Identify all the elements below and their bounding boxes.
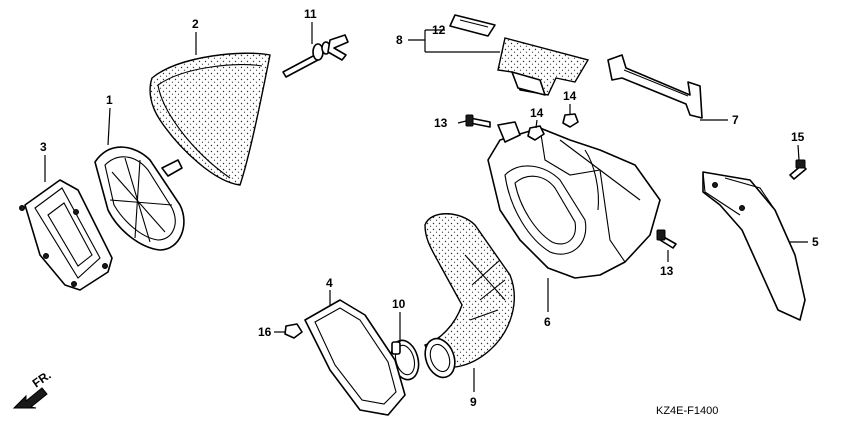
part-2-foam-filter [149, 52, 271, 186]
part-14-nut-left [527, 125, 545, 141]
part-11-wing-bolt [282, 34, 349, 78]
callout-13-lower: 13 [660, 264, 674, 278]
callout-13-upper: 13 [434, 116, 448, 130]
part-12-label [449, 14, 496, 37]
callout-15: 15 [791, 130, 805, 144]
callout-5: 5 [812, 235, 819, 249]
front-arrow-icon [12, 387, 48, 409]
callout-14-right: 14 [563, 89, 577, 103]
callout-2: 2 [192, 17, 199, 31]
part-13-bolt-lower [656, 229, 677, 249]
leader-lines [44, 22, 808, 392]
callout-6: 6 [544, 315, 551, 329]
diagram-code: KZ4E-F1400 [656, 405, 718, 417]
callout-9: 9 [470, 395, 477, 409]
callout-10: 10 [392, 297, 406, 311]
part-8-seal-plate [497, 37, 590, 96]
callout-11: 11 [304, 7, 317, 21]
callout-12: 12 [432, 23, 446, 37]
part-1-filter-cage [94, 146, 185, 251]
callout-8: 8 [396, 33, 403, 47]
part-5-guard [702, 171, 806, 321]
part-14-nut-right [562, 113, 579, 128]
part-6-air-cleaner-case [487, 121, 661, 279]
part-15-bolt [789, 159, 807, 180]
callout-1: 1 [106, 93, 113, 107]
front-label: FR. [30, 368, 54, 391]
callout-7: 7 [732, 113, 739, 127]
callout-16: 16 [258, 325, 272, 339]
part-4-gasket [304, 299, 406, 416]
callout-3: 3 [40, 140, 47, 154]
part-16-nut [284, 323, 303, 339]
part-7-bracket [607, 54, 703, 119]
part-3-element-holder [19, 179, 113, 291]
callout-4: 4 [326, 276, 333, 290]
callout-14-left: 14 [530, 106, 544, 120]
part-13-bolt-upper [465, 114, 491, 128]
part-10-hose-clamp [390, 339, 420, 381]
part-9-intake-duct [424, 213, 515, 379]
